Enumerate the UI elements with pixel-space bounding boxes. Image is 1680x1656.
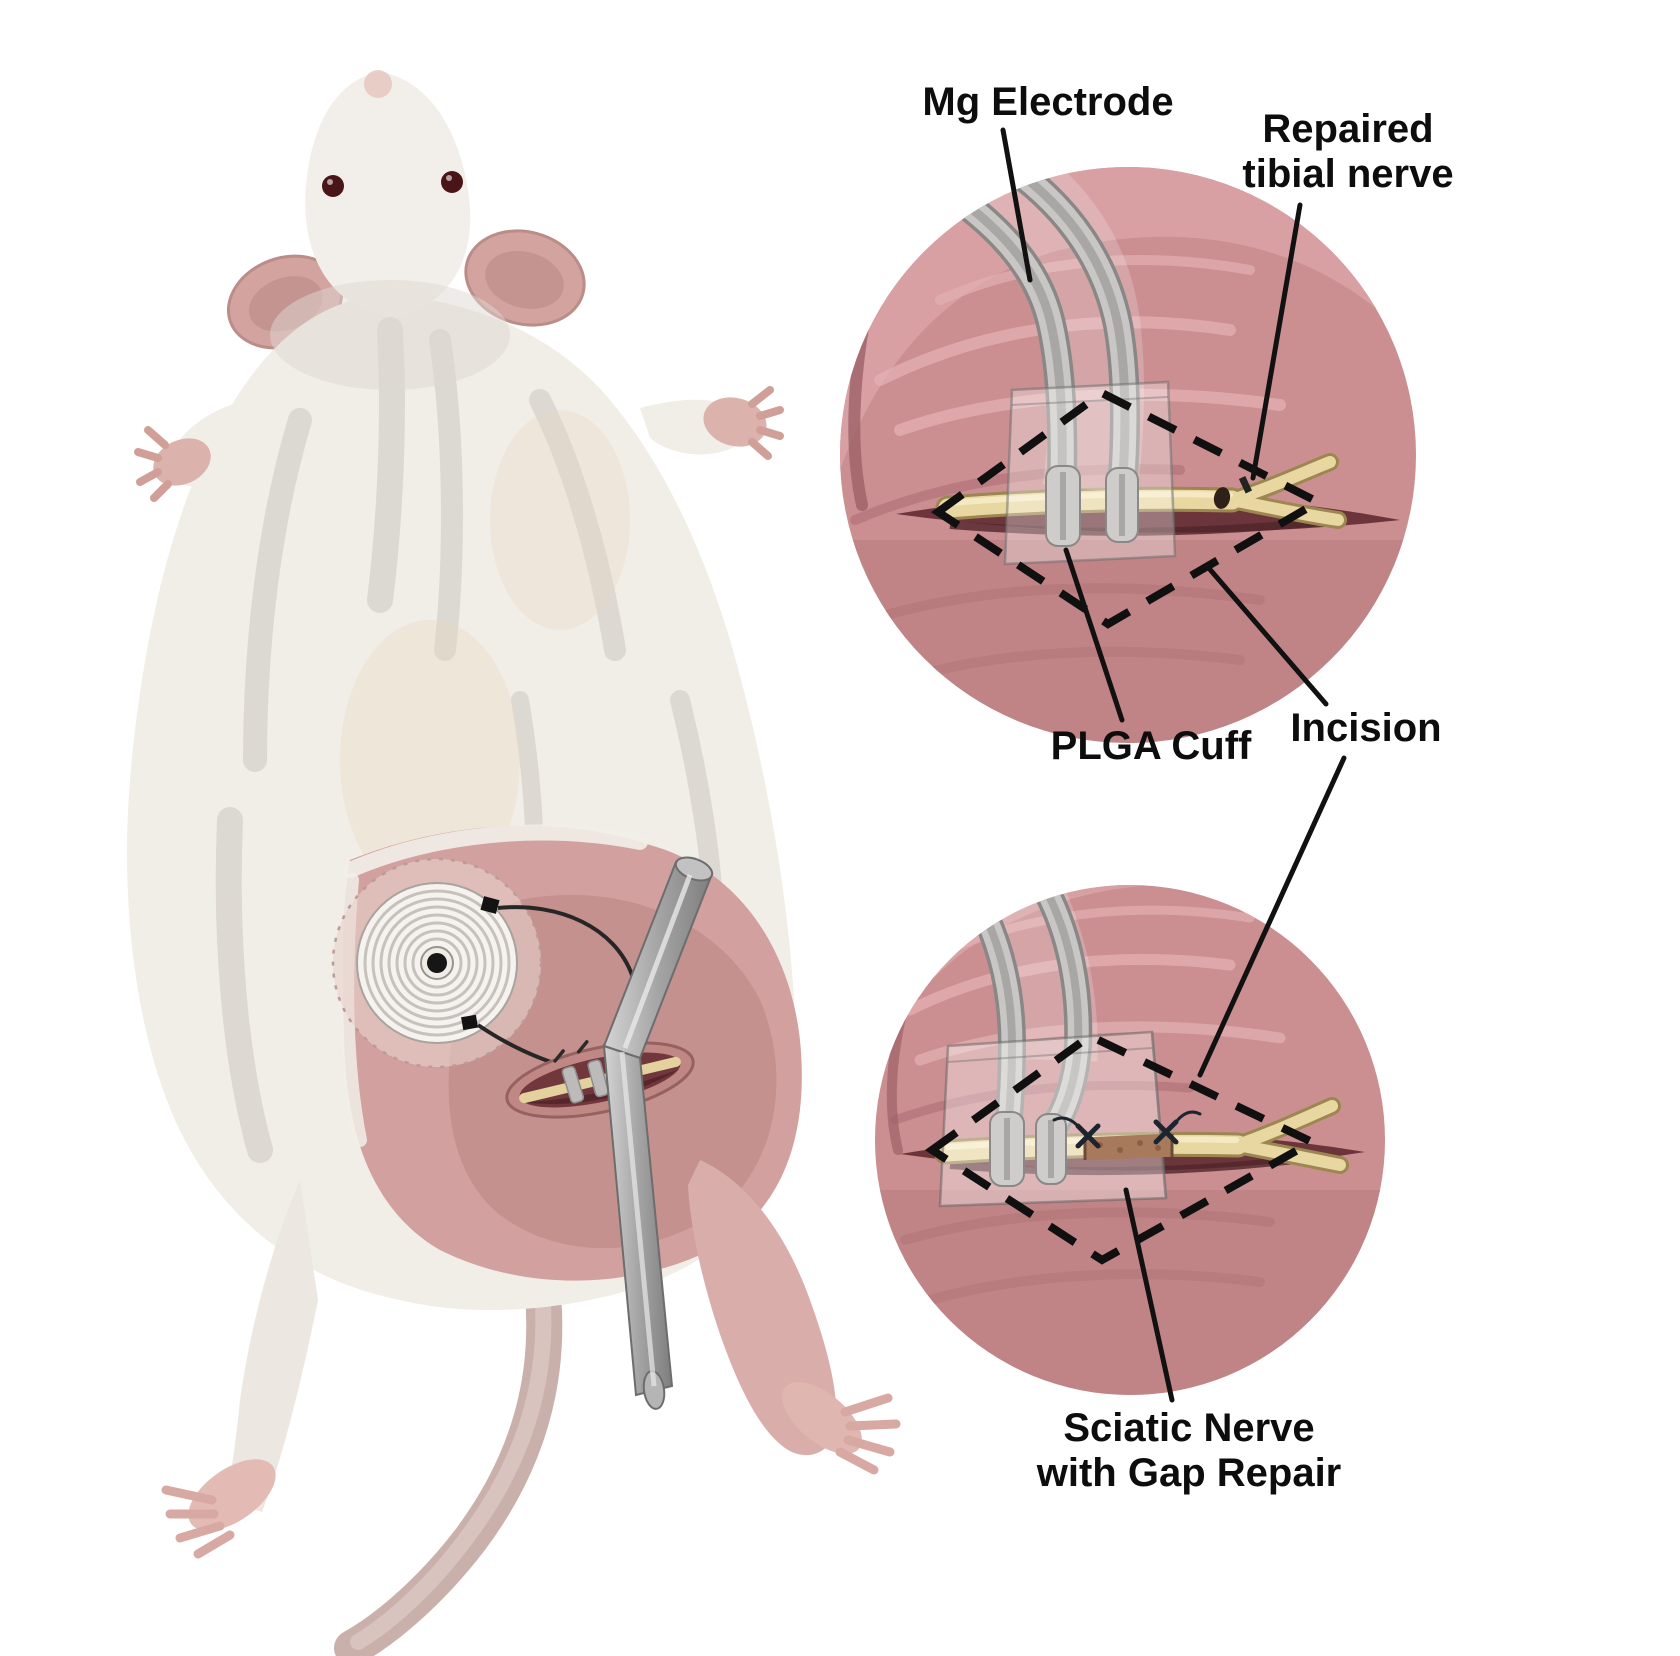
- incision-inner-shadow: [522, 1069, 680, 1105]
- nerve-branch-upper: [1226, 456, 1336, 506]
- repair-knot: [1213, 487, 1231, 509]
- rat-ear-right: [464, 229, 586, 327]
- label-repaired-tibial-nerve: Repaired tibial nerve: [1242, 107, 1453, 197]
- tibial-nerve: [935, 453, 1347, 529]
- front-paw-right: [703, 386, 784, 460]
- label-sciatic-nerve: Sciatic Nerve with Gap Repair: [1037, 1406, 1342, 1496]
- coil-pad-bottom: [461, 1014, 479, 1031]
- incision-dashed-outline-bottom: [924, 1031, 1321, 1265]
- suture-knots: [1052, 1110, 1202, 1149]
- label-repaired-tibial-nerve-line1: Repaired: [1262, 107, 1434, 151]
- retractor-tool: [602, 856, 714, 1410]
- rat-head: [305, 72, 471, 318]
- label-incision: Incision: [1290, 706, 1442, 750]
- inset-bottom: [875, 885, 1385, 1395]
- neck-shading: [270, 280, 510, 390]
- hind-foot-right: [782, 1382, 901, 1475]
- plga-film-upper-band: [960, 167, 1144, 496]
- warm-fur-patch-2: [490, 410, 630, 630]
- hind-leg-right: [688, 1160, 837, 1456]
- implant-suture-ring: [331, 857, 543, 1069]
- label-sciatic-nerve-line1: Sciatic Nerve: [1063, 1406, 1315, 1450]
- label-plga-cuff: PLGA Cuff: [1050, 724, 1252, 768]
- fur-edge-overlay-top: [342, 824, 648, 878]
- plga-cuff-bands: [1045, 465, 1139, 547]
- label-mg-electrode: Mg Electrode: [922, 80, 1174, 124]
- plga-film: [1003, 380, 1177, 566]
- inset-top-muscle-light: [840, 167, 1416, 470]
- inset-bottom-lower-shade: [875, 1190, 1385, 1395]
- incision-leader-line-lower: [1197, 755, 1347, 1078]
- nerve-branch-lower: [1226, 494, 1344, 526]
- coil-center-contact: [427, 953, 447, 973]
- implant-receiver: [331, 857, 640, 1072]
- coil-pad-top: [480, 896, 500, 914]
- plga-cuff-leader-line: [1063, 547, 1125, 723]
- plga-cuff-bands-bottom: [989, 1111, 1067, 1187]
- rat-snout: [364, 70, 392, 98]
- label-repaired-tibial-nerve-line2: tibial nerve: [1242, 152, 1454, 197]
- rat-illustration: [127, 70, 901, 1656]
- mg-electrode-leader-line: [1000, 127, 1033, 283]
- mg-electrode-ribbons-bottom: [961, 885, 1093, 1144]
- label-sciatic-nerve-line2: with Gap Repair: [1036, 1451, 1342, 1496]
- front-paw-left: [134, 426, 211, 502]
- sciatic-nerve-leader-line: [1123, 1187, 1175, 1403]
- receiver-coil: [356, 882, 518, 1044]
- rat-tail-highlight: [350, 1264, 552, 1650]
- hind-foot-left: [161, 1459, 276, 1559]
- rat-eye-left: [322, 175, 344, 197]
- eye-highlight-right: [446, 175, 452, 181]
- rat-eye-right: [441, 171, 463, 193]
- eye-highlight-left: [327, 179, 333, 185]
- incision-leader-line-upper: [1204, 563, 1329, 707]
- mg-electrode-ribbons: [925, 167, 1140, 503]
- inset-top: [840, 167, 1416, 743]
- repaired-tibial-nerve-leader-line: [1250, 202, 1303, 481]
- leader-lines: [1000, 127, 1347, 1403]
- hind-leg-left: [225, 1180, 318, 1512]
- repair-site-mark: [1238, 476, 1253, 494]
